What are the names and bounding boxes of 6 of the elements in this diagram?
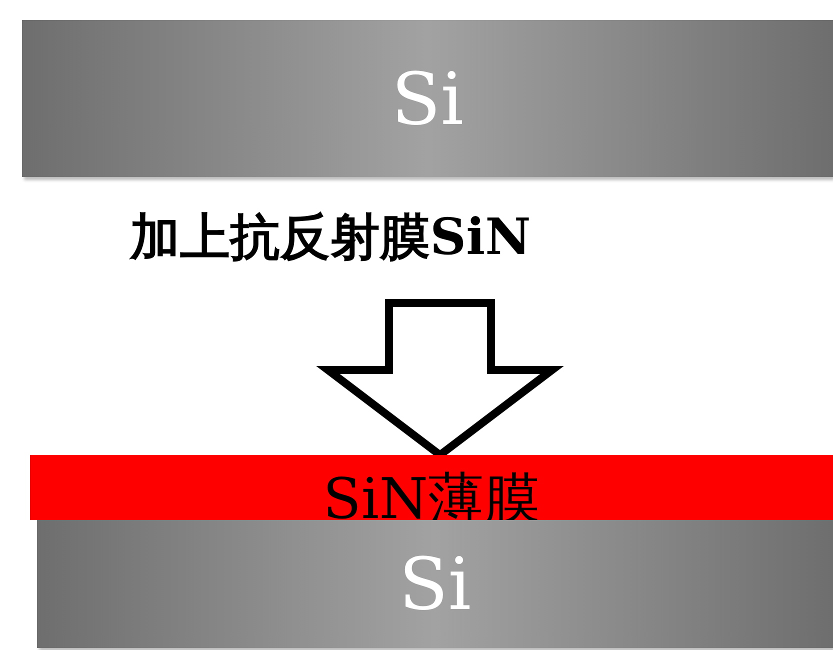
silicon-layer [22,20,833,177]
silicon-layer [37,520,833,648]
film-layer [30,455,833,520]
step-label: 加上抗反射膜SiN [130,212,531,262]
layer-label: Si [398,548,472,620]
layer-label: Si [391,62,464,134]
